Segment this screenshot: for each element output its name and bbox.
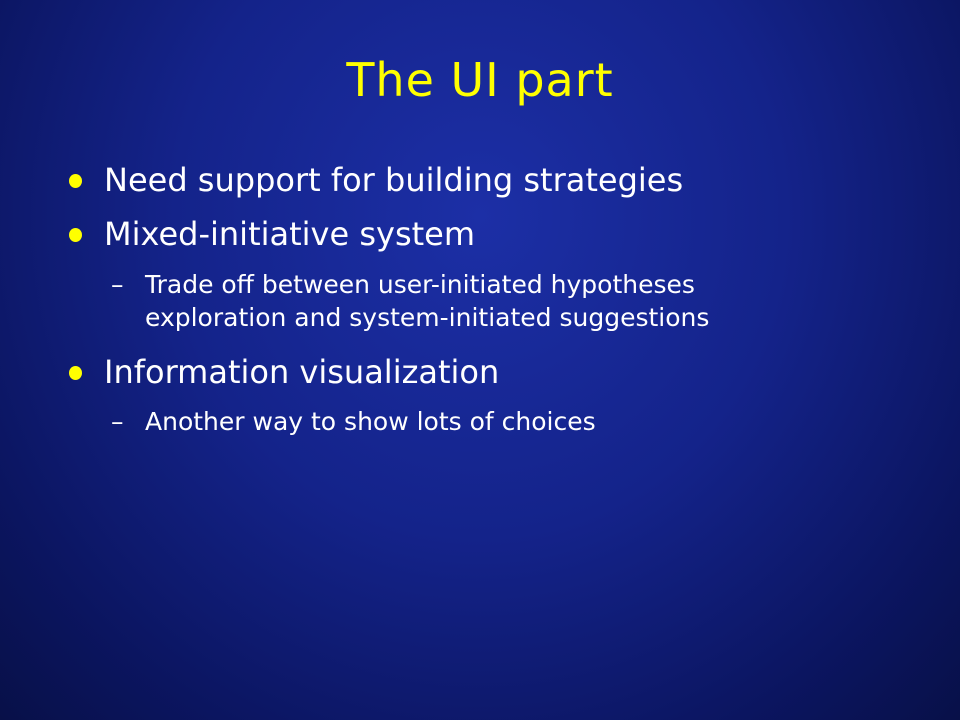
slide-title: The UI part [346,53,614,107]
bullet-dot-icon [69,174,82,188]
sub-bullet-line: Trade off between user-initiated hypothe… [145,270,695,299]
sub-bullet-dash: – [111,407,124,436]
bullet-dot-icon [69,366,82,380]
sub-bullet-line: Another way to show lots of choices [145,407,596,436]
bullet-text: Mixed-initiative system [104,215,476,253]
sub-bullet-item: – Trade off between user-initiated hypot… [111,268,710,334]
bullet-item: Information visualization [69,352,500,392]
sub-bullet-dash: – [111,270,124,299]
bullet-dot-icon [69,228,82,242]
bullet-text: Need support for building strategies [104,161,684,199]
bullet-item: Need support for building strategies [69,160,684,200]
bullet-item: Mixed-initiative system [69,214,476,254]
sub-bullet-line: exploration and system-initiated suggest… [145,303,710,332]
sub-bullet-item: – Another way to show lots of choices [111,405,596,438]
bullet-text: Information visualization [104,353,500,391]
